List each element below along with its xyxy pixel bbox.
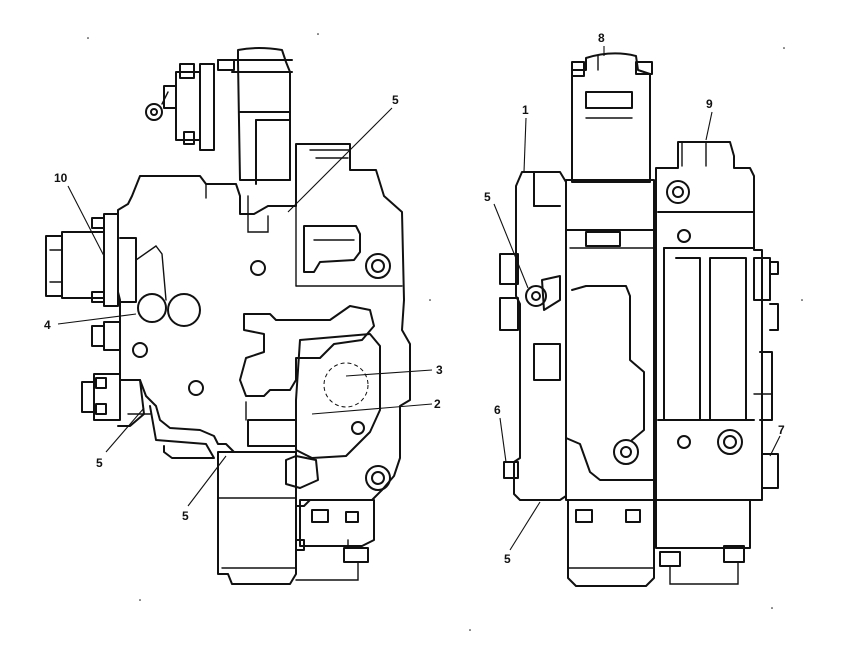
callout-right-5-top: 5 [484, 190, 491, 204]
callout-right-6: 6 [494, 403, 501, 417]
right-bottom-solenoids [567, 499, 751, 587]
callout-left-5-top: 5 [392, 93, 399, 107]
left-side-port-lower [81, 321, 215, 459]
callout-left-4: 4 [44, 318, 51, 332]
left-leaders [57, 107, 433, 507]
right-left-flange [499, 171, 567, 501]
left-top-solenoid [145, 47, 293, 185]
callout-right-5-bottom: 5 [504, 552, 511, 566]
callout-left-5-bottom: 5 [182, 509, 189, 523]
left-view [45, 47, 433, 585]
left-side-port-10 [45, 213, 137, 307]
right-center-body [565, 179, 655, 501]
callout-left-3: 3 [436, 363, 443, 377]
callout-left-2: 2 [434, 397, 441, 411]
right-top-solenoid [571, 52, 653, 183]
right-view [493, 46, 781, 587]
right-leaders [493, 46, 781, 551]
callout-left-5-middle: 5 [96, 456, 103, 470]
callout-right-8: 8 [598, 31, 605, 45]
callout-left-10: 10 [54, 171, 68, 185]
callout-right-7: 7 [778, 423, 785, 437]
right-side-body [655, 141, 779, 501]
scan-specks [87, 33, 803, 631]
callout-labels: 5 10 4 3 2 5 5 8 9 1 5 6 7 5 [44, 31, 785, 566]
left-bottom-solenoid [217, 451, 375, 585]
callout-right-9: 9 [706, 97, 713, 111]
callout-right-1: 1 [522, 103, 529, 117]
